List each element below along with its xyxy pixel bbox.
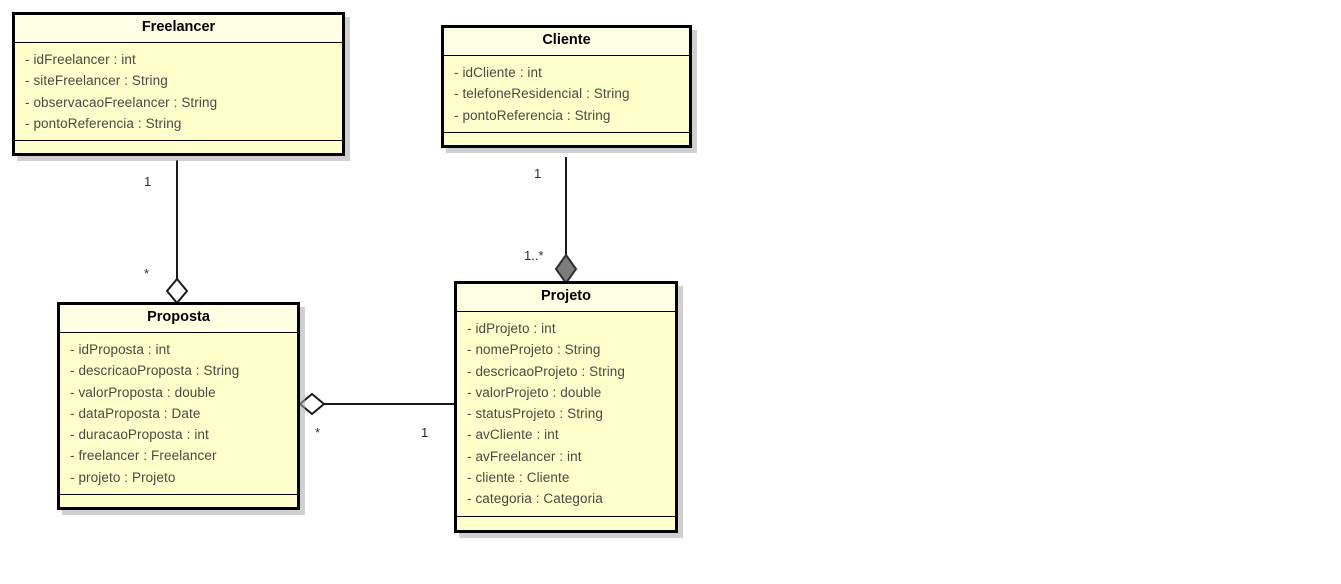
attribute-row: - categoria : Categoria	[467, 491, 603, 507]
attribute-row: - statusProjeto : String	[467, 406, 603, 422]
multiplicity-cliente-projeto-source: 1	[534, 166, 542, 181]
filled-diamond-icon	[554, 253, 578, 285]
attribute-compartment-freelancer: - idFreelancer : int - siteFreelancer : …	[15, 42, 342, 142]
attribute-row: - descricaoProjeto : String	[467, 363, 626, 379]
association-freelancer-proposta[interactable]	[165, 160, 189, 305]
class-name-projeto: Projeto	[457, 284, 675, 312]
method-compartment-proposta	[60, 495, 297, 508]
attribute-compartment-projeto: - idProjeto : int - nomeProjeto : String…	[457, 311, 675, 517]
attribute-compartment-proposta: - idProposta : int - descricaoProposta :…	[60, 332, 297, 496]
class-name-cliente: Cliente	[444, 28, 689, 56]
uml-class-freelancer[interactable]: Freelancer - idFreelancer : int - siteFr…	[12, 12, 345, 157]
class-name-proposta: Proposta	[60, 305, 297, 333]
attribute-row: - siteFreelancer : String	[25, 73, 168, 89]
multiplicity-freelancer-proposta-source: 1	[144, 174, 152, 189]
uml-class-cliente[interactable]: Cliente - idCliente : int - telefoneResi…	[441, 25, 692, 148]
attribute-row: - observacaoFreelancer : String	[25, 94, 218, 110]
attribute-row: - telefoneResidencial : String	[454, 86, 630, 102]
attribute-row: - projeto : Projeto	[70, 469, 176, 485]
association-proposta-projeto[interactable]	[298, 392, 454, 416]
attribute-row: - idCliente : int	[454, 64, 542, 80]
uml-class-proposta[interactable]: Proposta - idProposta : int - descricaoP…	[57, 302, 300, 511]
attribute-row: - cliente : Cliente	[467, 470, 570, 486]
attribute-row: - valorProposta : double	[70, 384, 216, 400]
attribute-row: - avFreelancer : int	[467, 448, 582, 464]
multiplicity-proposta-projeto-target: 1	[421, 425, 429, 440]
hollow-diamond-icon	[298, 392, 326, 416]
multiplicity-proposta-projeto-source: *	[315, 425, 321, 440]
attribute-row: - freelancer : Freelancer	[70, 448, 217, 464]
attribute-row: - duracaoProposta : int	[70, 427, 209, 443]
method-compartment-cliente	[444, 132, 689, 145]
attribute-row: - idProjeto : int	[467, 320, 556, 336]
attribute-row: - dataProposta : Date	[70, 405, 201, 421]
attribute-row: - valorProjeto : double	[467, 384, 602, 400]
multiplicity-cliente-projeto-target: 1..*	[524, 248, 544, 263]
attribute-row: - pontoReferencia : String	[454, 107, 611, 123]
multiplicity-freelancer-proposta-target: *	[144, 266, 150, 281]
hollow-diamond-icon	[165, 277, 189, 305]
class-name-freelancer: Freelancer	[15, 15, 342, 43]
attribute-row: - descricaoProposta : String	[70, 363, 240, 379]
attribute-row: - nomeProjeto : String	[467, 342, 601, 358]
attribute-row: - idProposta : int	[70, 341, 171, 357]
attribute-row: - avCliente : int	[467, 427, 559, 443]
uml-class-projeto[interactable]: Projeto - idProjeto : int - nomeProjeto …	[454, 281, 678, 533]
association-cliente-projeto[interactable]	[554, 157, 578, 285]
method-compartment-freelancer	[15, 141, 342, 154]
method-compartment-projeto	[457, 516, 675, 530]
attribute-row: - idFreelancer : int	[25, 51, 136, 67]
attribute-row: - pontoReferencia : String	[25, 115, 182, 131]
attribute-compartment-cliente: - idCliente : int - telefoneResidencial …	[444, 55, 689, 133]
